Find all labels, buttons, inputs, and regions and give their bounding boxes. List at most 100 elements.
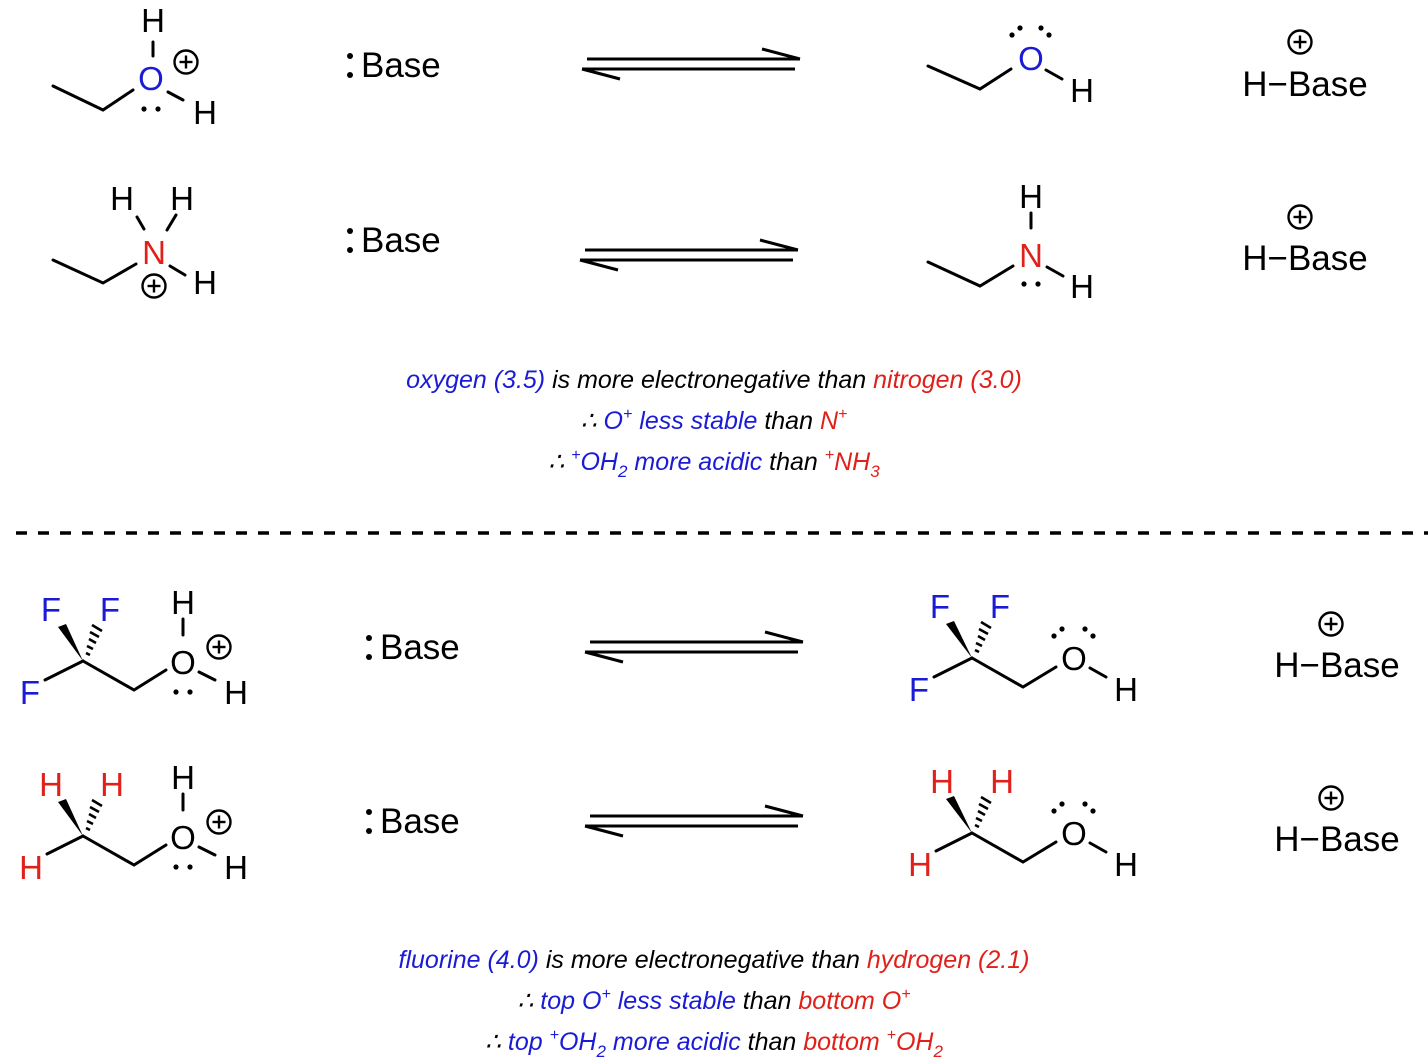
hydrogen-atom: H (100, 766, 124, 803)
hydrogen-atom: H (193, 94, 217, 131)
lone-pair-dots (347, 228, 353, 253)
equilibrium-arrow-icon (583, 804, 805, 838)
lone-pair-dots (1021, 281, 1041, 287)
hashed-wedge-bond-icon (85, 798, 103, 832)
therefore-icon: ∴ (581, 407, 604, 435)
trifluoroethyloxonium-reactant: F F F H O H (20, 584, 248, 711)
note-bottom: fluorine (4.0) is more electronegative t… (399, 946, 1030, 1061)
fluorine-atom: F (990, 588, 1010, 625)
svg-text:H−Base: H−Base (1242, 239, 1368, 278)
lone-pair-dots (1038, 25, 1052, 38)
hydrogen-atom: H (193, 264, 217, 301)
note-top-line-2: ∴ O+ less stable than N+ (581, 406, 848, 435)
hydrogen-atom: H (19, 849, 43, 886)
fluorine-atom: F (100, 591, 120, 628)
hashed-wedge-bond-icon (974, 795, 992, 829)
oxygen-atom: O (1061, 815, 1087, 852)
svg-text:H−Base: H−Base (1274, 820, 1400, 859)
fluorine-atom: F (41, 591, 61, 628)
equilibrium-arrow-icon (580, 47, 802, 81)
ethyloxonium-h-reactant: H H H H O H (19, 759, 248, 886)
hydrogen-atom: H (171, 759, 195, 796)
equilibrium-arrow-icon (583, 630, 805, 664)
lone-pair-dots (1082, 801, 1096, 814)
base-reagent: Base (347, 46, 441, 85)
trifluoroethanol-product: F F F O H (909, 588, 1138, 708)
hydrogen-atom: H (908, 846, 932, 883)
plus-charge-icon (1318, 785, 1344, 811)
oxygen-atom: O (138, 60, 164, 97)
oxygen-atom: O (170, 644, 196, 681)
svg-text:Base: Base (361, 46, 441, 85)
note-top: oxygen (3.5) is more electronegative tha… (406, 366, 1022, 481)
lone-pair-dots (1051, 801, 1065, 814)
plus-charge-icon (173, 49, 199, 75)
fluorine-atom: F (930, 588, 950, 625)
conjugate-acid-base: H−Base (1242, 29, 1368, 104)
ethylamine-product: H N H (926, 178, 1094, 305)
note-bottom-line-1: fluorine (4.0) is more electronegative t… (399, 946, 1030, 974)
hydrogen-atom: H (1114, 846, 1138, 883)
hydrogen-atom: H (930, 763, 954, 800)
fluorine-atom: F (20, 674, 40, 711)
svg-text:Base: Base (380, 628, 460, 667)
conjugate-acid-base: H−Base (1242, 204, 1368, 278)
lone-pair-dots (366, 635, 372, 660)
lone-pair-dots (141, 106, 161, 112)
therefore-icon: ∴ (485, 1028, 508, 1056)
svg-text:H−Base: H−Base (1242, 65, 1368, 104)
conjugate-acid-base: H−Base (1274, 611, 1400, 685)
therefore-icon: ∴ (517, 987, 540, 1015)
base-reagent: Base (366, 802, 460, 841)
lone-pair-dots (366, 809, 372, 834)
lone-pair-dots (1009, 25, 1023, 38)
hydrogen-atom: H (39, 766, 63, 803)
plus-charge-icon (1287, 204, 1313, 230)
hydrogen-atom: H (170, 180, 194, 217)
wedge-bond-icon (946, 796, 972, 833)
lone-pair-dots (173, 689, 193, 695)
plus-charge-icon (1318, 611, 1344, 637)
wedge-bond-icon (946, 621, 972, 658)
base-reagent: Base (347, 221, 441, 260)
plus-charge-icon (206, 634, 232, 660)
hydrogen-atom: H (1070, 268, 1094, 305)
hashed-wedge-bond-icon (974, 620, 992, 654)
note-bottom-line-2: ∴ top O+ less stable than bottom O+ (517, 986, 910, 1015)
plus-charge-icon (141, 273, 167, 299)
therefore-icon: ∴ (548, 448, 571, 476)
nitrogen-atom: N (1019, 237, 1043, 274)
hydrogen-atom: H (141, 2, 165, 39)
lone-pair-dots (173, 864, 193, 870)
hydrogen-atom: H (990, 763, 1014, 800)
oxygen-atom: O (170, 819, 196, 856)
hydrogen-atom: H (171, 584, 195, 621)
hydrogen-atom: H (110, 180, 134, 217)
base-reagent: Base (366, 628, 460, 667)
ethyloxonium-reactant: H O H (51, 2, 217, 131)
hydrogen-atom: H (224, 849, 248, 886)
equilibrium-arrow-icon (578, 238, 800, 272)
nitrogen-atom: N (142, 234, 166, 271)
hashed-wedge-bond-icon (85, 623, 103, 657)
hydrogen-atom: H (224, 674, 248, 711)
note-bottom-line-3: ∴ top +OH2 more acidic than bottom +OH2 (485, 1027, 943, 1061)
conjugate-acid-base: H−Base (1274, 785, 1400, 859)
wedge-bond-icon (58, 799, 83, 836)
wedge-bond-icon (58, 624, 83, 661)
ethanol-product: O H (926, 25, 1094, 109)
lone-pair-dots (1082, 626, 1096, 639)
hydrogen-atom: H (1070, 72, 1094, 109)
svg-text:H−Base: H−Base (1274, 646, 1400, 685)
hydrogen-atom: H (1114, 671, 1138, 708)
svg-text:Base: Base (361, 221, 441, 260)
ethylammonium-reactant: H H N H (51, 180, 217, 301)
note-top-line-3: ∴ +OH2 more acidic than +NH3 (548, 447, 880, 481)
fluorine-atom: F (909, 671, 929, 708)
plus-charge-icon (1287, 29, 1313, 55)
svg-text:Base: Base (380, 802, 460, 841)
oxygen-atom: O (1018, 40, 1044, 77)
plus-charge-icon (206, 809, 232, 835)
lone-pair-dots (347, 53, 353, 78)
